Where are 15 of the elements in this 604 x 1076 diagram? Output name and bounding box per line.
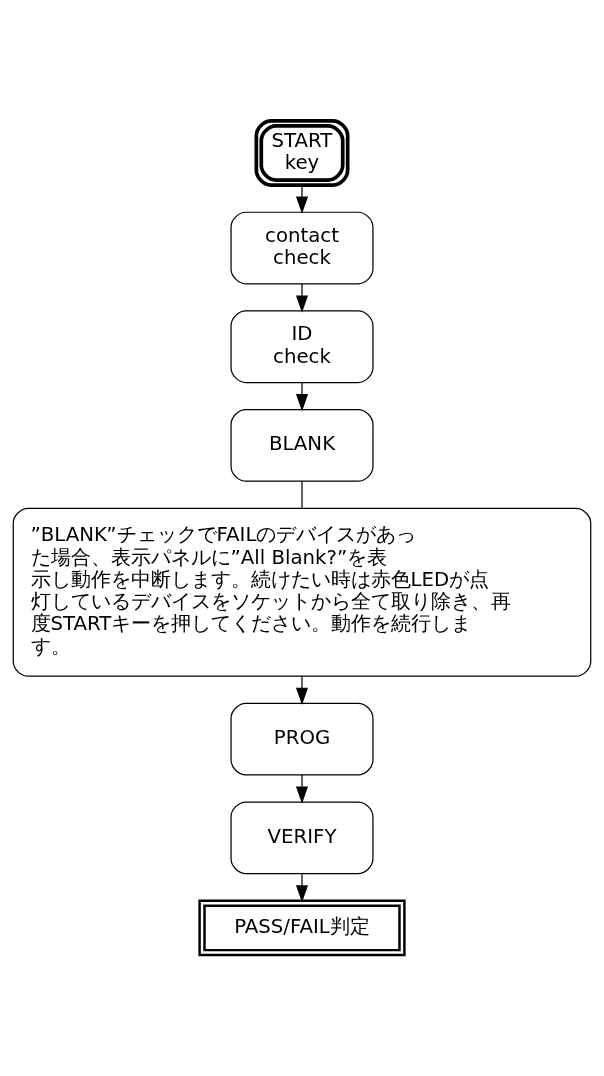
node-box: BLANK <box>230 409 374 482</box>
node-box: VERIFY <box>230 801 374 875</box>
arrow <box>295 283 309 313</box>
arrow <box>295 382 309 412</box>
connector <box>301 480 303 509</box>
arrow <box>295 675 309 706</box>
node-box: contact check <box>230 211 374 285</box>
node-box: START key <box>254 119 350 187</box>
node-box: ”BLANK”チェックでFAILのデバイスがあった場合、表示パネルに”All Blank?”を表示し動作を中断します。続けたい時は赤色LEDが点灯しているデバイスをソケットから全て取り除き、再度STARTキーを押してください。動作を続行します。 <box>12 507 592 677</box>
node-box: PASS/FAIL判定 <box>198 899 406 957</box>
arrow <box>295 184 309 214</box>
node-box: ID check <box>230 310 374 384</box>
arrow <box>295 873 309 903</box>
node-box: PROG <box>230 702 374 776</box>
arrow <box>295 774 309 804</box>
